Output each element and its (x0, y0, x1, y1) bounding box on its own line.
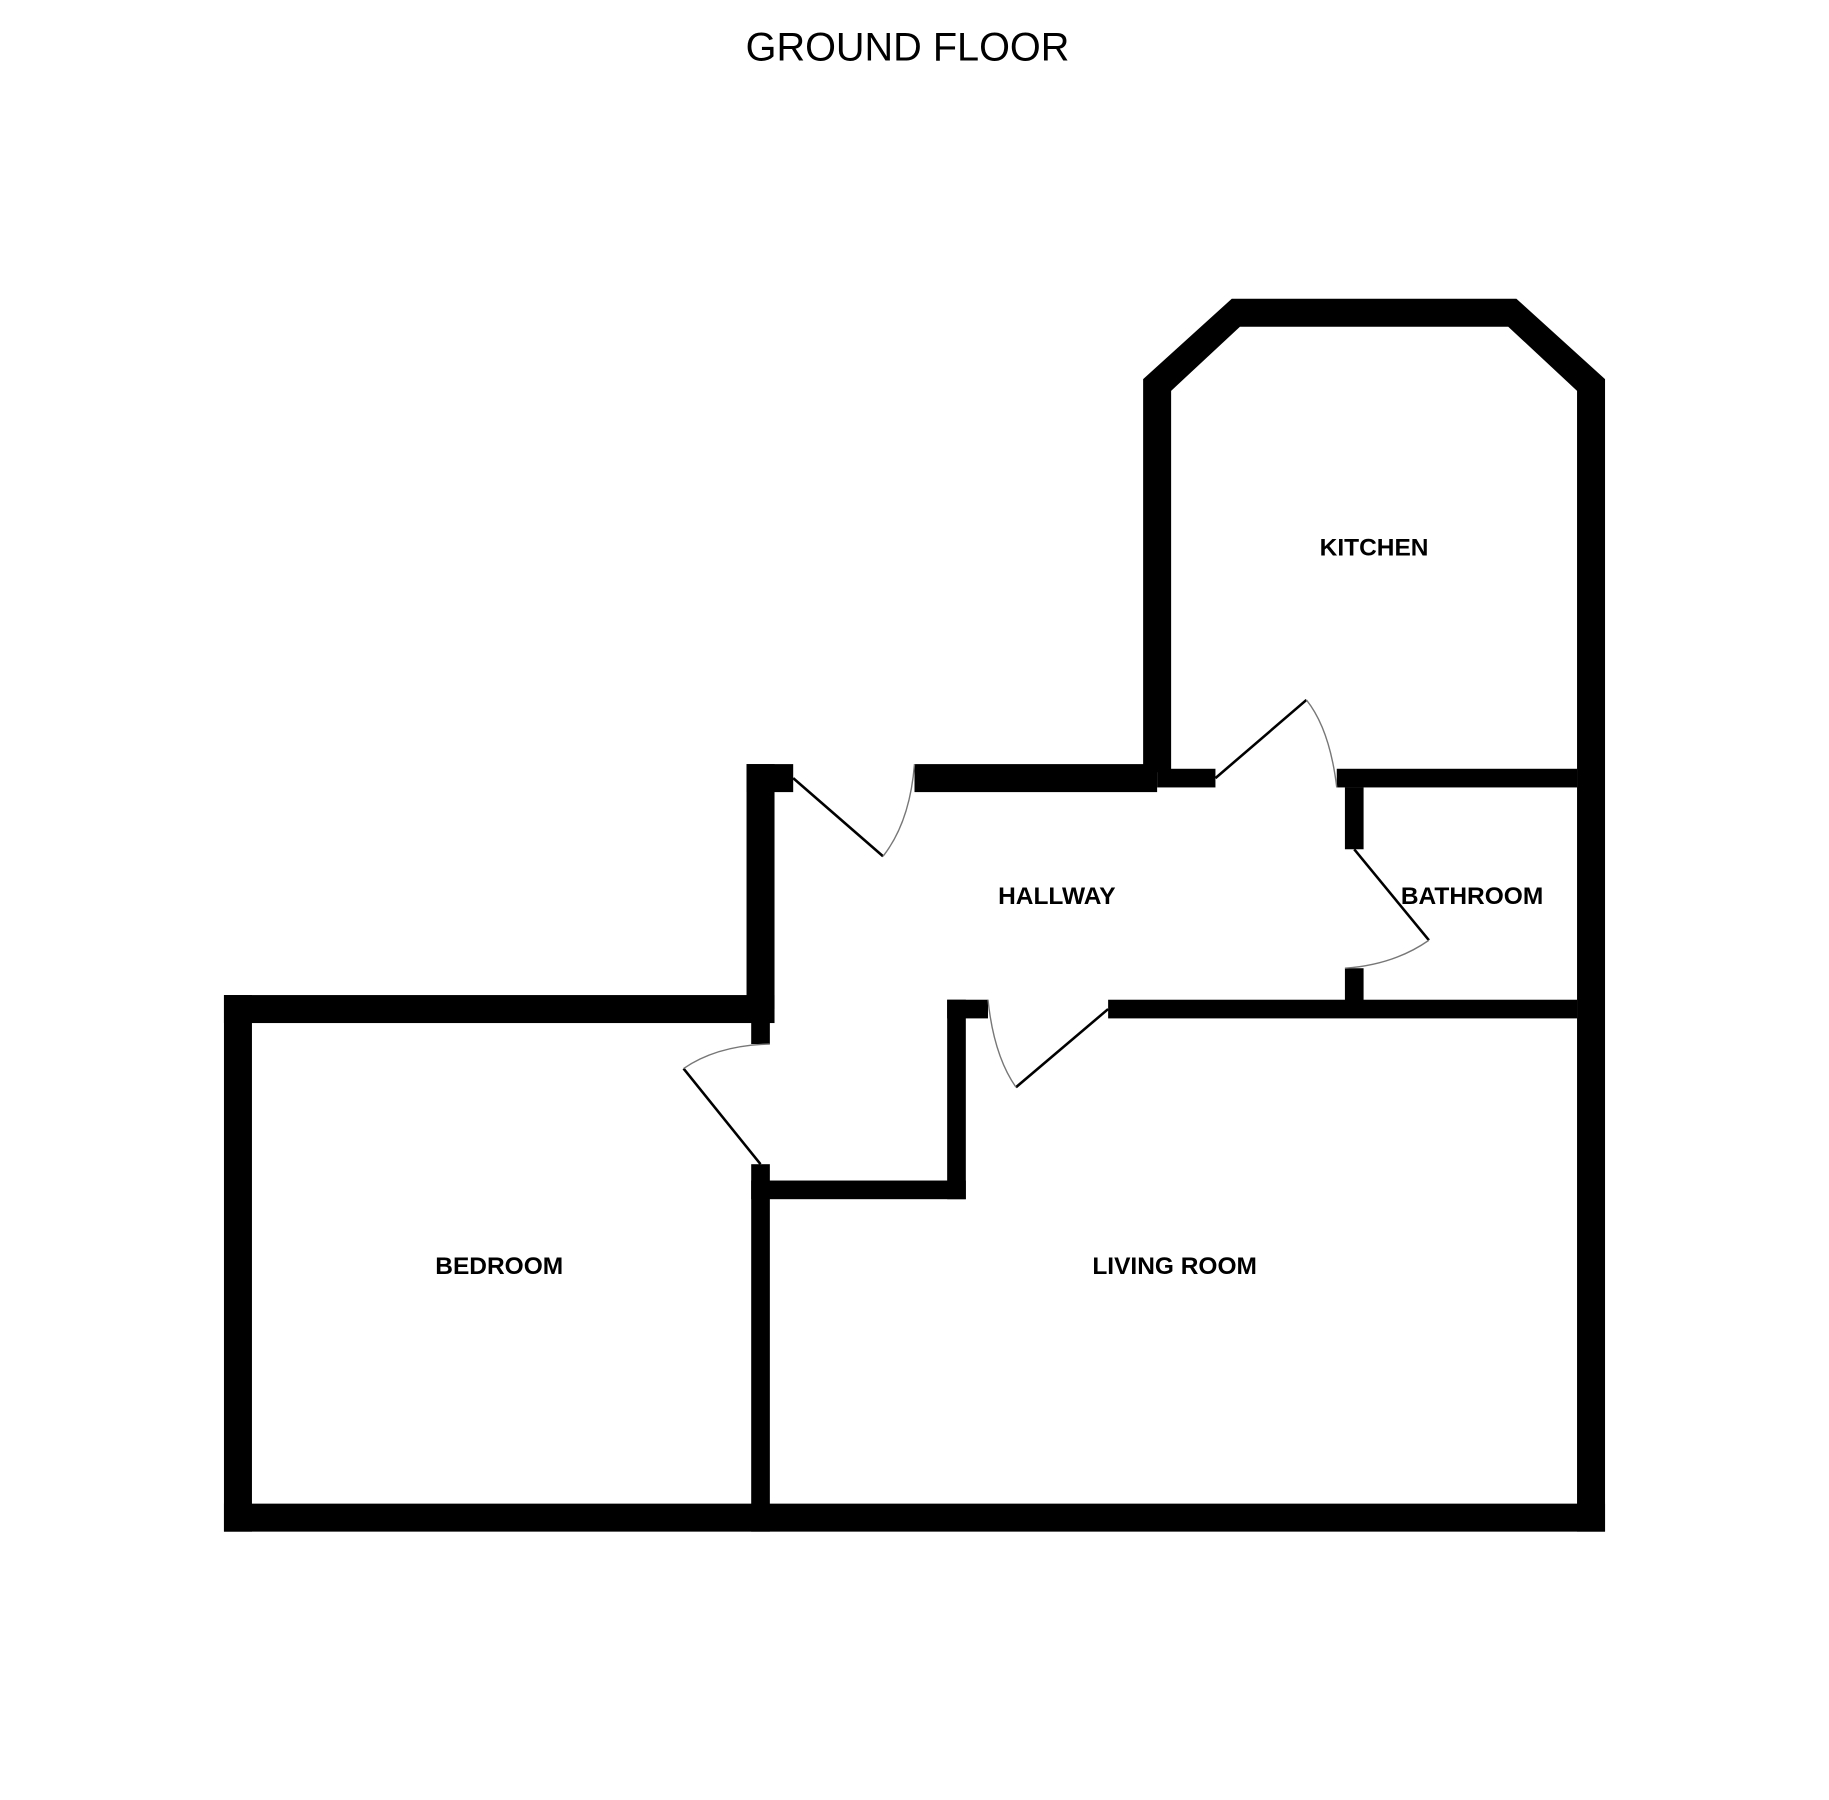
hallway-left-wall (746, 764, 775, 1010)
bathroom-left-wall-top (1344, 787, 1364, 850)
entrance-door[interactable] (792, 764, 916, 858)
room-label-bathroom: BATHROOM (1401, 883, 1543, 910)
bedroom-left-wall (223, 995, 252, 1532)
floor-title: GROUND FLOOR (746, 26, 1070, 70)
room-label-living-room: LIVING ROOM (1092, 1253, 1257, 1280)
doors (682, 698, 1430, 1166)
bedroom-door-stub-top (751, 1006, 770, 1045)
hallway-lower-wall (751, 1180, 966, 1200)
room-labels: KITCHEN HALLWAY BATHROOM BEDROOM LIVING … (435, 534, 1543, 1280)
room-label-hallway: HALLWAY (998, 883, 1115, 910)
walls (223, 298, 1606, 1532)
bottom-wall (223, 1503, 1606, 1532)
room-label-bedroom: BEDROOM (435, 1253, 563, 1280)
living-door-stub (947, 999, 988, 1019)
living-room-door[interactable] (987, 999, 1109, 1089)
kitchen-hall-wall-stub (1157, 768, 1216, 788)
bedroom-door[interactable] (682, 1043, 770, 1166)
kitchen-bathroom-wall (1336, 768, 1578, 788)
bedroom-living-wall (751, 1164, 770, 1532)
kitchen-door[interactable] (1214, 698, 1338, 788)
bedroom-top-wall (223, 995, 775, 1024)
living-room-top-wall (1108, 999, 1578, 1019)
bathroom-left-wall-bottom (1344, 968, 1364, 1001)
room-label-kitchen: KITCHEN (1320, 534, 1429, 561)
hallway-step-wall (947, 999, 966, 1200)
kitchen-outer-wall (1143, 298, 1606, 1532)
bathroom-door[interactable] (1344, 848, 1430, 969)
hallway-top-wall (914, 764, 1158, 793)
